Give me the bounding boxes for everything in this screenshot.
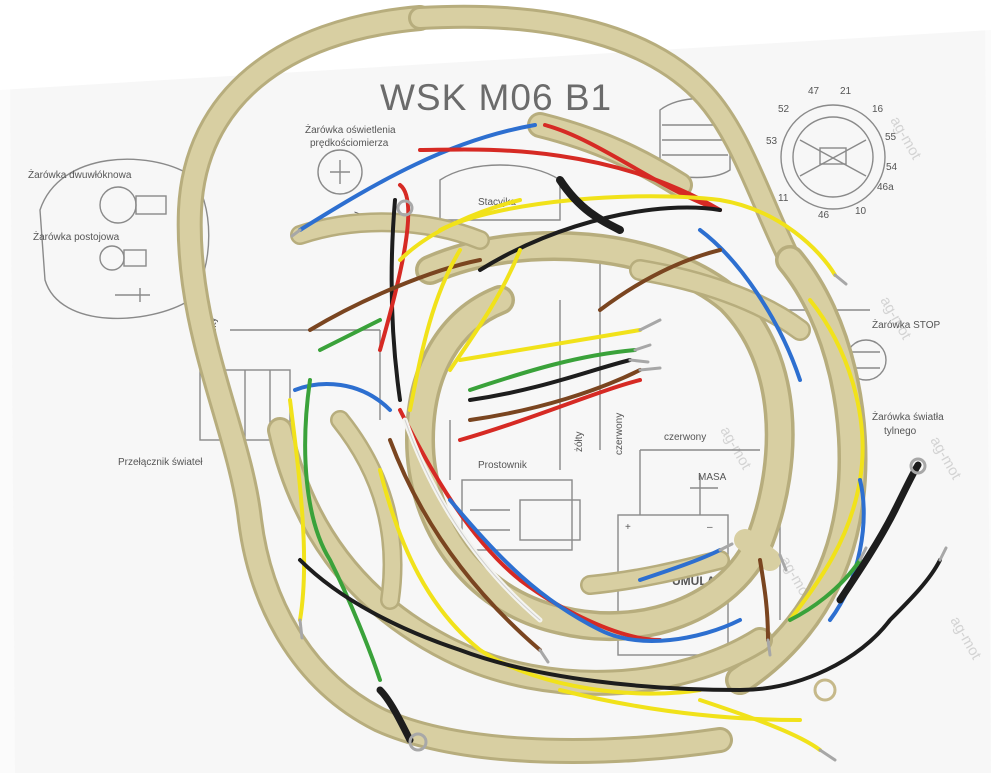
ring-terminal bbox=[909, 457, 927, 475]
connector-pin-label: 53 bbox=[766, 136, 778, 147]
connector-center-block bbox=[819, 147, 847, 165]
connector-pin-label: 47 bbox=[808, 86, 820, 97]
pin-terminals bbox=[290, 228, 948, 762]
ring-terminals bbox=[396, 199, 927, 752]
wire-blue bbox=[298, 123, 537, 232]
label-minus: – bbox=[707, 522, 713, 533]
label-masa: MASA bbox=[698, 472, 727, 483]
label-tail-bulb-2: tylnego bbox=[884, 426, 917, 437]
label-plus: + bbox=[625, 522, 631, 533]
connector-pin-label: 46 bbox=[818, 210, 830, 221]
speedo-bulb-icon bbox=[317, 149, 363, 195]
connector-pin-label: 11 bbox=[778, 193, 789, 204]
label-bulb-parking: Żarówka postojowa bbox=[33, 230, 120, 243]
label-speedo-bulb-2: prędkościomierza bbox=[310, 138, 389, 149]
label-bulb-double: Żarówka dwuwłóknowa bbox=[28, 168, 132, 181]
connector-pin-label: 55 bbox=[885, 132, 897, 143]
wire-green bbox=[318, 318, 382, 352]
connector-pin-label: 10 bbox=[855, 206, 867, 217]
wire-black bbox=[389, 198, 402, 402]
connector-pin-label: 46a bbox=[877, 182, 894, 193]
ring-terminal bbox=[813, 678, 837, 702]
label-stop-bulb: Żarówka STOP bbox=[872, 318, 940, 331]
diagram-title: WSK M06 B1 bbox=[380, 77, 612, 118]
bulb-double-socket bbox=[135, 195, 167, 215]
label-czerwony-vertical: czerwony bbox=[614, 413, 625, 455]
ring-terminal bbox=[408, 732, 428, 752]
connector-pin-label: 52 bbox=[778, 104, 790, 115]
harness-wires bbox=[288, 123, 942, 752]
ring-terminal bbox=[396, 199, 414, 217]
label-tail-bulb-1: Żarówka światła bbox=[872, 410, 944, 423]
connector-outline bbox=[780, 104, 886, 210]
label-light-switch: Przełącznik świateł bbox=[118, 457, 203, 468]
label-czerwony-top: czerwony bbox=[664, 432, 706, 443]
wire-yellow bbox=[438, 194, 837, 277]
wire-brown bbox=[308, 258, 482, 332]
connector-pin-label: 21 bbox=[840, 86, 852, 97]
label-speedo-bulb-1: Żarówka oświetlenia bbox=[305, 123, 396, 136]
schematic-labels: WSK M06 B1 Żarówka dwuwłóknowa Żarówka p… bbox=[28, 77, 944, 588]
connector-pin-label: 16 bbox=[872, 104, 884, 115]
headlamp-outline bbox=[39, 158, 210, 320]
label-rectifier: Prostownik bbox=[478, 460, 528, 471]
wire-red bbox=[543, 123, 722, 212]
label-zolty-small: żółty bbox=[574, 431, 585, 452]
connector-pin-label: 54 bbox=[886, 162, 898, 173]
bulb-parking-socket bbox=[123, 249, 147, 267]
label-ignition: Stacyjka bbox=[478, 197, 516, 208]
